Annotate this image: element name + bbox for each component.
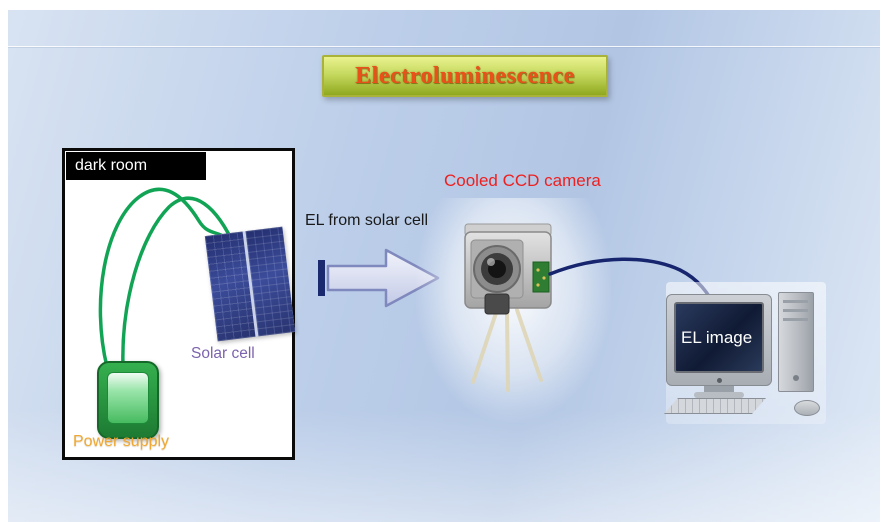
keyboard (664, 398, 766, 414)
ccd-camera-image (464, 223, 552, 392)
arrow-shape (326, 248, 440, 308)
green-wire-left (98, 187, 227, 369)
ccd-camera-label: Cooled CCD camera (444, 171, 601, 190)
title-banner: Electroluminescence (322, 55, 608, 97)
slide-background: Electroluminescence Solar cell Power sup… (8, 10, 880, 522)
el-from-solar-cell-label: EL from solar cell (305, 212, 428, 229)
solar-cell-image (204, 226, 296, 342)
crt-monitor: EL image (666, 294, 772, 386)
computer-tower (778, 292, 814, 392)
green-wire-right (121, 196, 237, 369)
monitor-screen: EL image (674, 302, 764, 373)
divider-line (8, 46, 880, 47)
arrow-end-bar (318, 260, 325, 296)
power-supply-label: Power supply (73, 433, 170, 450)
power-wires-drawing (98, 187, 237, 369)
el-image-label: EL image (681, 327, 753, 347)
computer-image: EL image (666, 282, 826, 424)
camera-circuit-board (532, 261, 550, 293)
monitor-stand-base (694, 392, 744, 398)
mouse (794, 400, 820, 416)
power-supply-screen (107, 372, 149, 424)
lens-barrel (484, 293, 510, 315)
tripod-legs (471, 308, 543, 392)
dark-room-label: dark room (66, 152, 206, 180)
slide-title: Electroluminescence (355, 62, 575, 89)
power-supply-image (97, 361, 159, 439)
monitor-stand (704, 386, 734, 393)
solar-cell-label: Solar cell (191, 345, 255, 362)
camera-lens (473, 245, 521, 293)
right-arrow (318, 248, 440, 308)
dark-room-label-text: dark room (75, 157, 148, 174)
dark-room-box: Solar cell Power supply dark room (62, 148, 296, 460)
